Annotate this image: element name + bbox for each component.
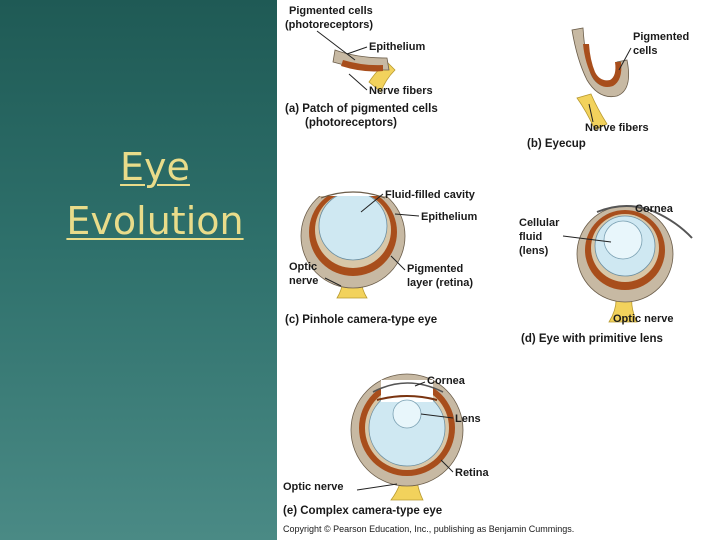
panel-e-lens xyxy=(393,400,421,428)
panel-b-label-pigmented: Pigmented xyxy=(633,31,689,43)
panel-a: Pigmented cells (photoreceptors) Epithel… xyxy=(285,5,438,129)
panel-a-label-photoreceptors: (photoreceptors) xyxy=(285,19,373,31)
panel-d-label-cornea: Cornea xyxy=(635,203,674,215)
slide-title: Eye Evolution xyxy=(40,140,270,248)
panel-e-caption: (e) Complex camera-type eye xyxy=(283,505,442,517)
panel-c-label-nerve: nerve xyxy=(289,275,318,287)
panel-d-caption: (d) Eye with primitive lens xyxy=(521,333,663,345)
panel-c-label-retina: layer (retina) xyxy=(407,277,473,289)
panel-b: Pigmented cells Nerve fibers (b) Eyecup xyxy=(527,28,689,150)
panel-d-label-lens: (lens) xyxy=(519,245,549,257)
diagram-svg: Pigmented cells (photoreceptors) Epithel… xyxy=(277,0,720,540)
panel-c: Fluid-filled cavity Epithelium Optic ner… xyxy=(285,182,477,326)
panel-d-label-fluid: fluid xyxy=(519,231,542,243)
panel-d-label-cellular: Cellular xyxy=(519,217,560,229)
panel-e-label-lens: Lens xyxy=(455,413,481,425)
panel-b-label-cells: cells xyxy=(633,45,657,57)
panel-e-leader-optic xyxy=(357,484,397,490)
copyright-notice: Copyright © Pearson Education, Inc., pub… xyxy=(283,524,574,534)
panel-a-label-nerve: Nerve fibers xyxy=(369,85,433,97)
panel-e-label-retina: Retina xyxy=(455,467,490,479)
title-line-2: Evolution xyxy=(66,199,243,243)
panel-c-label-epithelium: Epithelium xyxy=(421,211,477,223)
panel-a-leader-epithelium xyxy=(347,47,367,54)
panel-a-caption-line2: (photoreceptors) xyxy=(305,117,397,129)
panel-c-label-optic: Optic xyxy=(289,261,317,273)
panel-e-label-optic: Optic nerve xyxy=(283,481,344,493)
panel-c-pinhole-mask xyxy=(317,182,389,196)
panel-c-label-fluid: Fluid-filled cavity xyxy=(385,189,476,201)
panel-a-label-pigmented: Pigmented cells xyxy=(289,5,373,17)
panel-a-label-epithelium: Epithelium xyxy=(369,41,425,53)
panel-d-label-optic: Optic nerve xyxy=(613,313,674,325)
panel-a-caption-line1: (a) Patch of pigmented cells xyxy=(285,103,438,115)
panel-b-label-nerve: Nerve fibers xyxy=(585,122,649,134)
panel-e-label-cornea: Cornea xyxy=(427,375,466,387)
panel-c-label-pigmented: Pigmented xyxy=(407,263,463,275)
panel-c-fluid-cavity xyxy=(319,192,387,260)
eye-evolution-diagram: Pigmented cells (photoreceptors) Epithel… xyxy=(277,0,720,540)
panel-d-lens xyxy=(604,221,642,259)
panel-e: Cornea Lens Retina Optic nerve (e) Compl… xyxy=(283,374,490,517)
panel-d: Cornea Cellular fluid (lens) Optic nerve… xyxy=(519,203,692,345)
panel-b-caption: (b) Eyecup xyxy=(527,138,586,150)
panel-a-leader-nerve xyxy=(349,74,367,90)
panel-c-caption: (c) Pinhole camera-type eye xyxy=(285,314,437,326)
title-line-1: Eye xyxy=(120,145,190,189)
